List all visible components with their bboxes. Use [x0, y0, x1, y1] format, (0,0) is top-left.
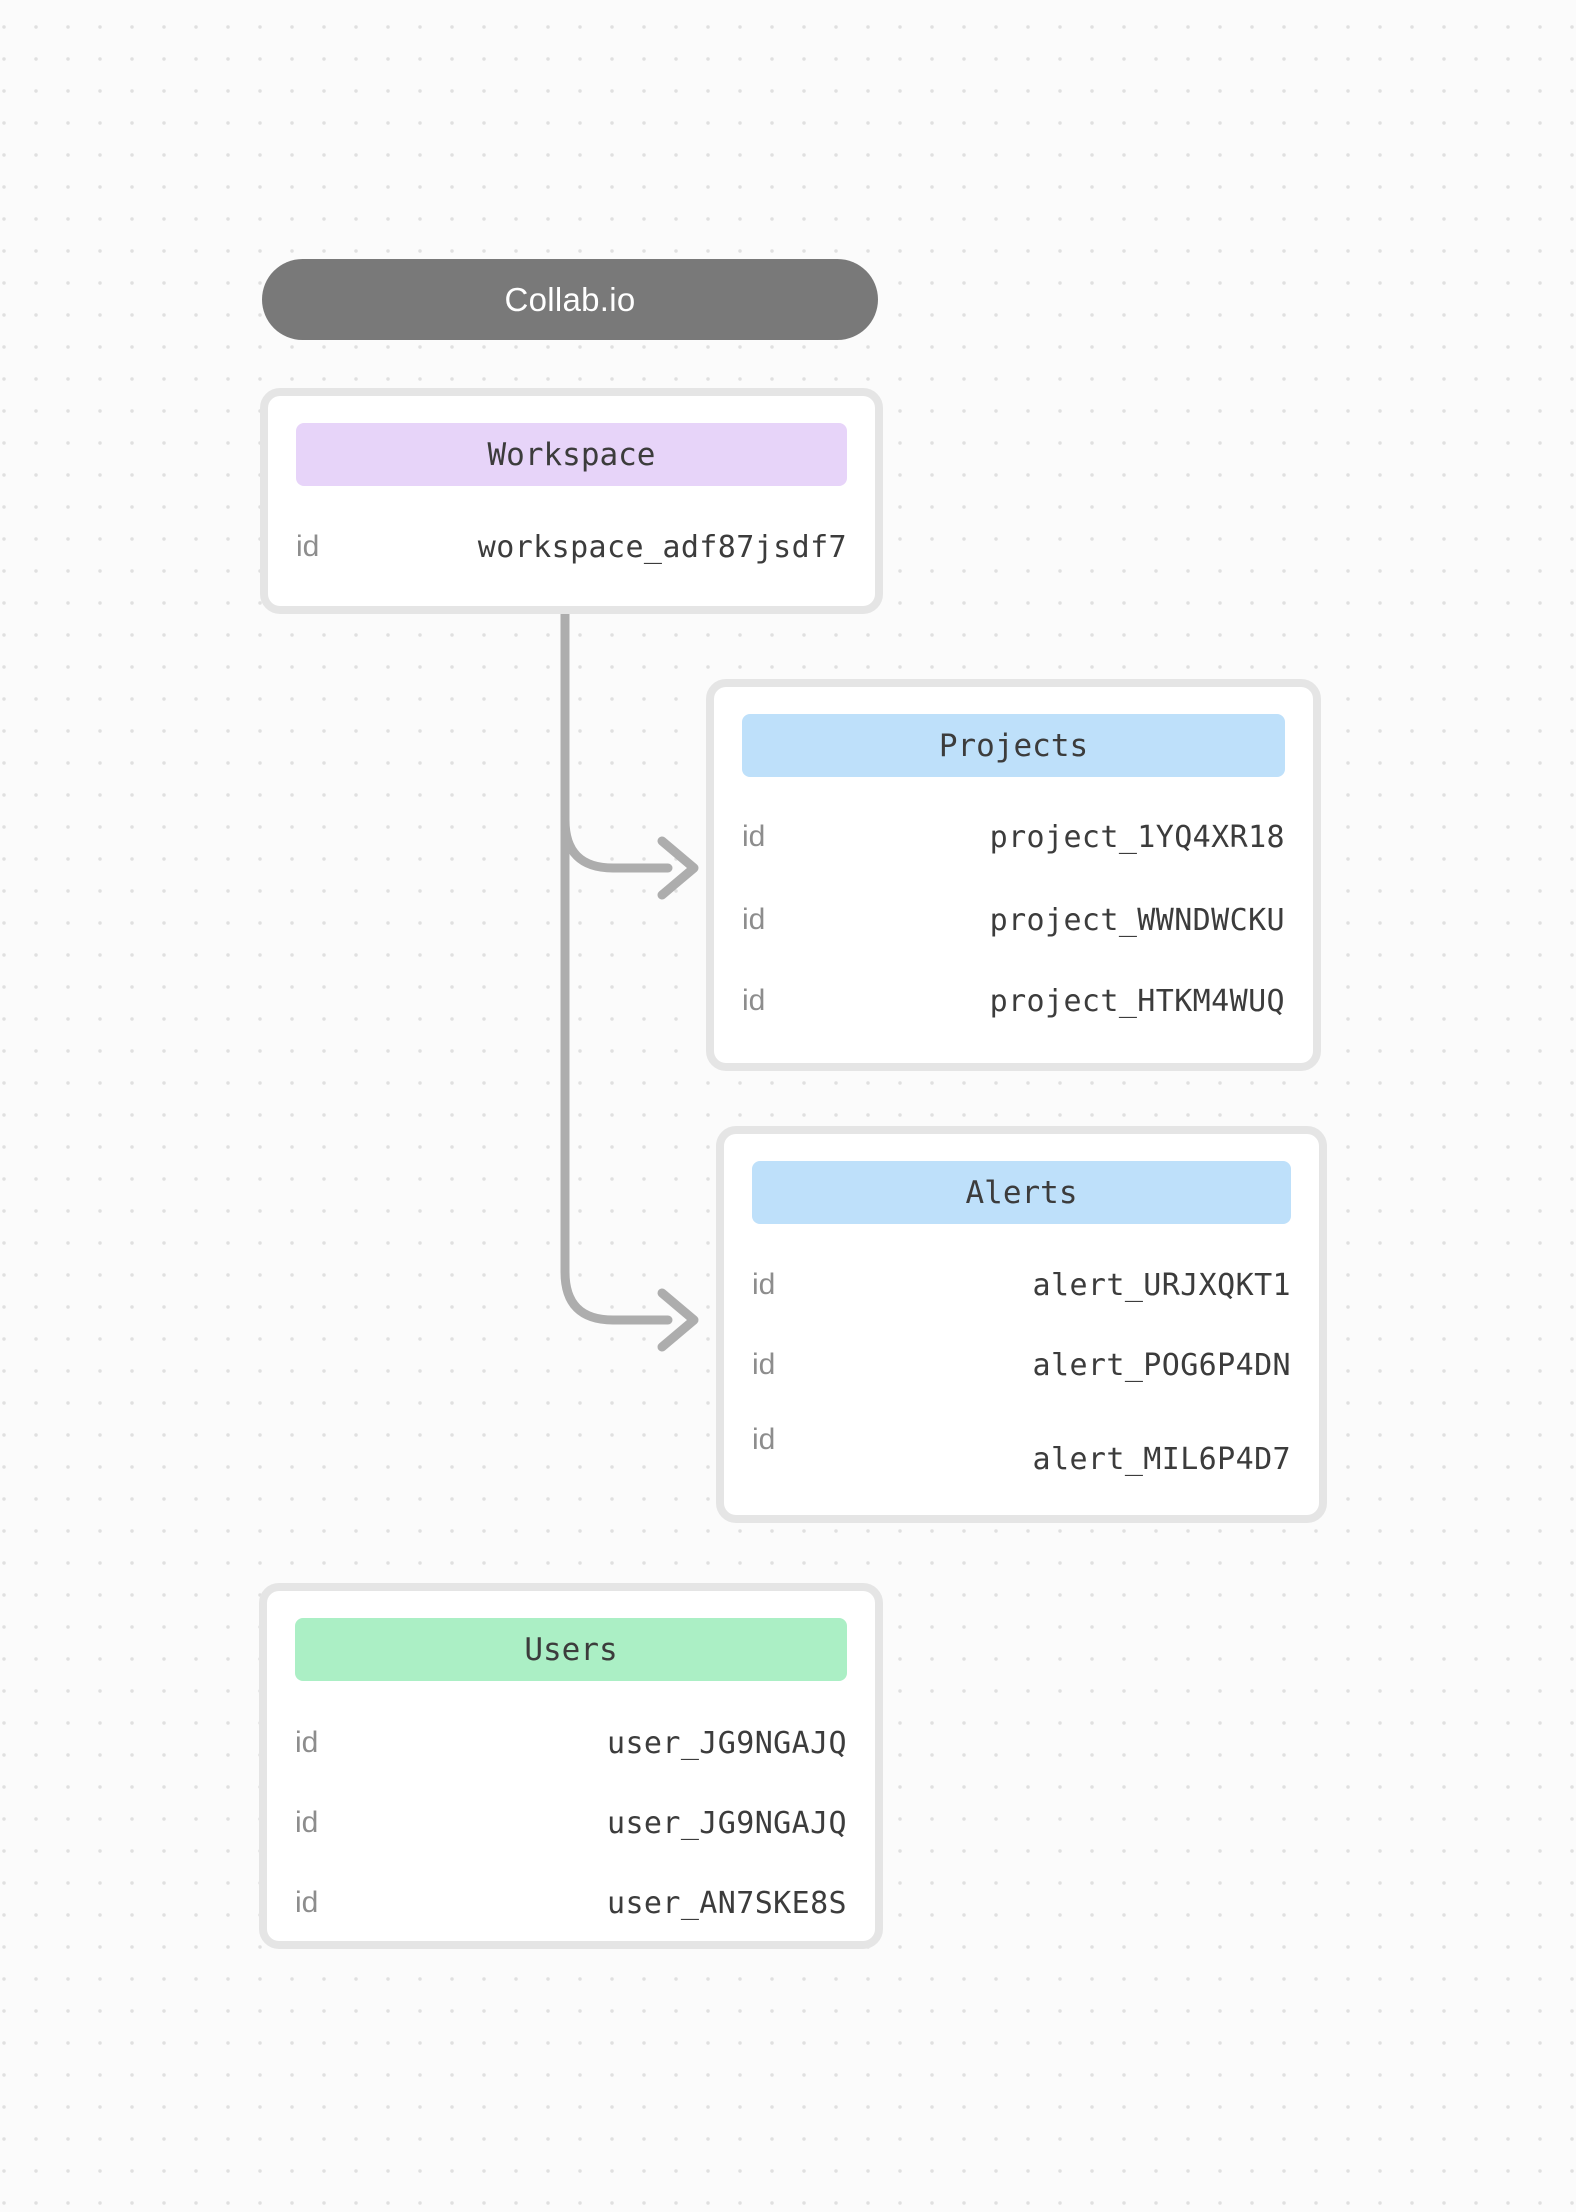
entity-card-projects[interactable]: Projects id project_1YQ4XR18 id project_… [706, 679, 1321, 1071]
entity-card-alerts[interactable]: Alerts id alert_URJXQKT1 id alert_POG6P4… [716, 1126, 1327, 1523]
brand-title: Collab.io [504, 280, 636, 318]
connector-workspace-alerts [560, 607, 699, 1352]
arrow-right-icon [657, 836, 699, 900]
field-label: id [742, 984, 766, 1017]
field-value: user_AN7SKE8S [607, 1885, 847, 1921]
field-label: id [752, 1268, 776, 1301]
field-row: id project_1YQ4XR18 [742, 817, 1285, 857]
field-row: id user_JG9NGAJQ [295, 1723, 847, 1763]
field-row: id user_AN7SKE8S [295, 1883, 847, 1923]
field-value: alert_URJXQKT1 [1032, 1267, 1291, 1303]
field-row: id workspace_adf87jsdf7 [296, 527, 847, 567]
alerts-card-header: Alerts [752, 1161, 1291, 1224]
field-label: id [752, 1348, 776, 1381]
field-label: id [752, 1423, 776, 1456]
field-label: id [295, 1726, 319, 1759]
field-value: user_JG9NGAJQ [607, 1725, 847, 1761]
field-row: id user_JG9NGAJQ [295, 1803, 847, 1843]
field-value: project_HTKM4WUQ [989, 983, 1285, 1019]
field-value: project_1YQ4XR18 [989, 819, 1285, 855]
arrow-right-icon [657, 1288, 699, 1352]
field-value: project_WWNDWCKU [989, 902, 1285, 938]
brand-pill[interactable]: Collab.io [262, 259, 878, 340]
connector-workspace-projects [560, 815, 699, 900]
projects-card-header: Projects [742, 714, 1285, 777]
field-row: id alert_POG6P4DN [752, 1345, 1291, 1385]
field-row: id project_HTKM4WUQ [742, 981, 1285, 1021]
field-row: id alert_URJXQKT1 [752, 1265, 1291, 1305]
field-label: id [295, 1806, 319, 1839]
workspace-card-header: Workspace [296, 423, 847, 486]
entity-card-users[interactable]: Users id user_JG9NGAJQ id user_JG9NGAJQ … [259, 1583, 883, 1949]
users-card-header: Users [295, 1618, 847, 1681]
field-label: id [742, 903, 766, 936]
entity-card-workspace[interactable]: Workspace id workspace_adf87jsdf7 [260, 388, 883, 614]
field-label: id [742, 820, 766, 853]
field-value: user_JG9NGAJQ [607, 1805, 847, 1841]
field-label: id [296, 530, 320, 563]
field-value: alert_POG6P4DN [1032, 1347, 1291, 1383]
field-label: id [295, 1886, 319, 1919]
field-value: alert_MIL6P4D7 [1032, 1441, 1291, 1477]
field-row: id alert_MIL6P4D7 [752, 1423, 1291, 1477]
field-value: workspace_adf87jsdf7 [477, 529, 847, 565]
field-row: id project_WWNDWCKU [742, 900, 1285, 940]
